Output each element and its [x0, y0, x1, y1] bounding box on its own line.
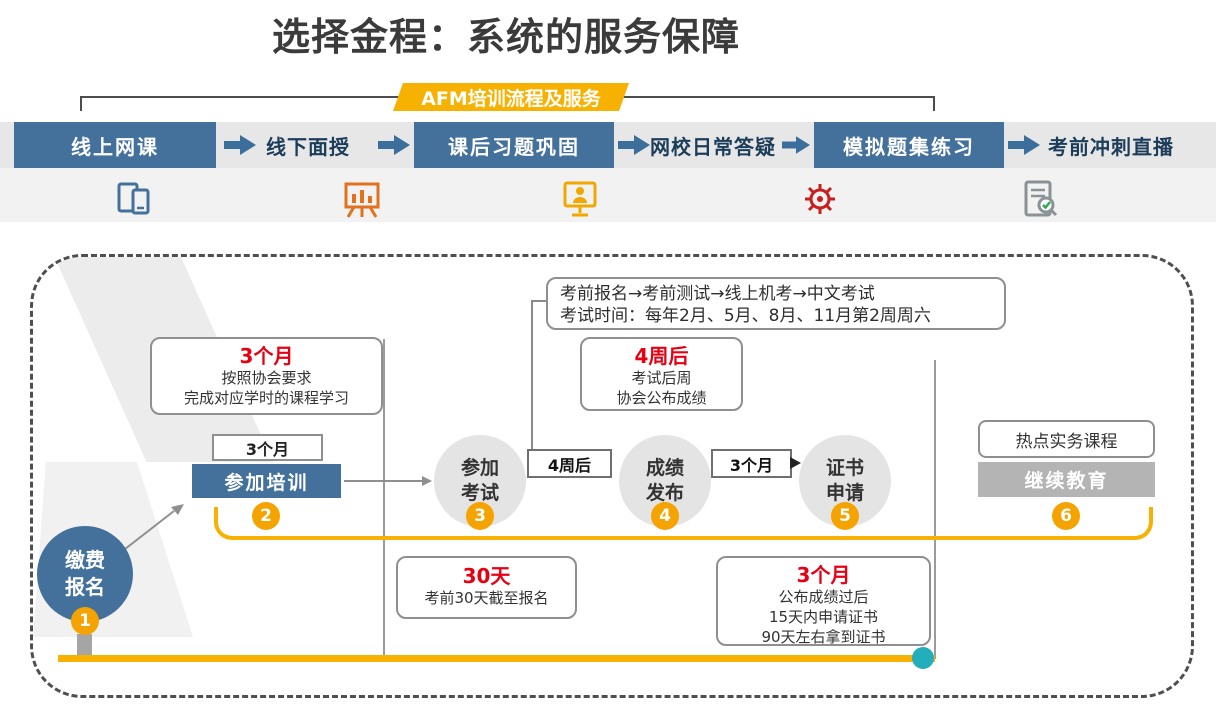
step-number-badge: 1 [71, 607, 99, 635]
training-note-line2: 完成对应学时的课程学习 [183, 389, 349, 407]
service-step-online-course: 线上网课 [14, 122, 216, 168]
arrow-right-icon [378, 135, 410, 155]
step-number-badge: 3 [466, 502, 494, 530]
service-step-mock-practice: 模拟题集练习 [814, 122, 1004, 168]
timeline-divider [383, 339, 385, 659]
certificate-note-line3: 90天左右拿到证书 [761, 628, 886, 646]
service-step-exercises: 课后习题巩固 [414, 122, 614, 168]
register-deadline-box: 30天 考前30天截至报名 [396, 556, 577, 619]
document-magnifier-icon [1024, 180, 1058, 217]
training-note-line1: 按照协会要求 [221, 369, 312, 387]
step-number-badge: 2 [252, 502, 280, 530]
arrow-right-icon [224, 135, 256, 155]
duration-label-box: 3个月 [212, 434, 323, 461]
exam-info-line1: 考前报名→考前测试→线上机考→中文考试 [560, 284, 875, 304]
certificate-note-highlight: 3个月 [796, 563, 851, 587]
arrow-right-icon [344, 476, 432, 486]
timeline-base-line [58, 655, 935, 662]
timeline-stem [77, 634, 92, 660]
gap-before-certificate-box: 3个月 [711, 449, 792, 478]
exam-info-line2: 考试时间：每年2月、5月、8月、11月第2周周六 [560, 306, 931, 326]
certificate-note-line1: 公布成绩过后 [778, 588, 869, 606]
gap-after-exam-box: 4周后 [527, 449, 612, 478]
node-pay-register: 缴费 报名 [37, 526, 133, 622]
banner-badge: AFM培训流程及服务 [393, 83, 629, 111]
page-title: 选择金程：系统的服务保障 [271, 15, 740, 59]
timeline-end-dot [912, 647, 934, 669]
stage-bracket [214, 507, 1153, 540]
timeline-divider [934, 360, 936, 659]
register-deadline-line1: 考前30天截至报名 [424, 589, 549, 607]
service-step-sprint-live: 考前冲刺直播 [1048, 134, 1174, 159]
monitor-user-icon [563, 181, 597, 217]
result-note-line2: 协会公布成绩 [616, 389, 707, 407]
result-note-highlight: 4周后 [634, 344, 689, 368]
register-deadline-highlight: 30天 [462, 564, 511, 588]
step-number-badge: 4 [651, 502, 679, 530]
connector-line [531, 300, 546, 302]
arrow-right-icon [618, 135, 650, 155]
node-continuing-education: 继续教育 [978, 462, 1155, 497]
extra-course-box: 热点实务课程 [978, 420, 1155, 458]
node-result: 成绩 发布 [619, 435, 711, 527]
result-note-line1: 考试后周 [631, 369, 692, 387]
step-number-badge: 5 [831, 502, 859, 530]
arrow-right-icon [1008, 135, 1040, 155]
service-icon-band [0, 168, 1216, 222]
gear-arrows-icon [805, 184, 835, 214]
certificate-note-box: 3个月 公布成绩过后 15天内申请证书 90天左右拿到证书 [716, 556, 931, 646]
arrow-right-icon [782, 136, 810, 154]
node-training: 参加培训 [192, 464, 341, 498]
step-number-badge: 6 [1052, 502, 1080, 530]
service-step-daily-qa: 网校日常答疑 [650, 134, 776, 159]
exam-info-box: 考前报名→考前测试→线上机考→中文考试 考试时间：每年2月、5月、8月、11月第… [546, 277, 1006, 330]
arrow-right-icon [790, 457, 801, 469]
certificate-note-line2: 15天内申请证书 [768, 608, 879, 626]
banner-label: AFM培训流程及服务 [421, 87, 601, 110]
dual-screen-device-icon [117, 182, 150, 215]
result-note-box: 4周后 考试后周 协会公布成绩 [580, 337, 743, 411]
presentation-chart-icon [344, 182, 380, 218]
service-step-offline-teaching: 线下面授 [266, 134, 350, 159]
training-note-box: 3个月 按照协会要求 完成对应学时的课程学习 [150, 337, 383, 415]
connector-line [531, 300, 533, 450]
training-note-highlight: 3个月 [239, 344, 294, 368]
